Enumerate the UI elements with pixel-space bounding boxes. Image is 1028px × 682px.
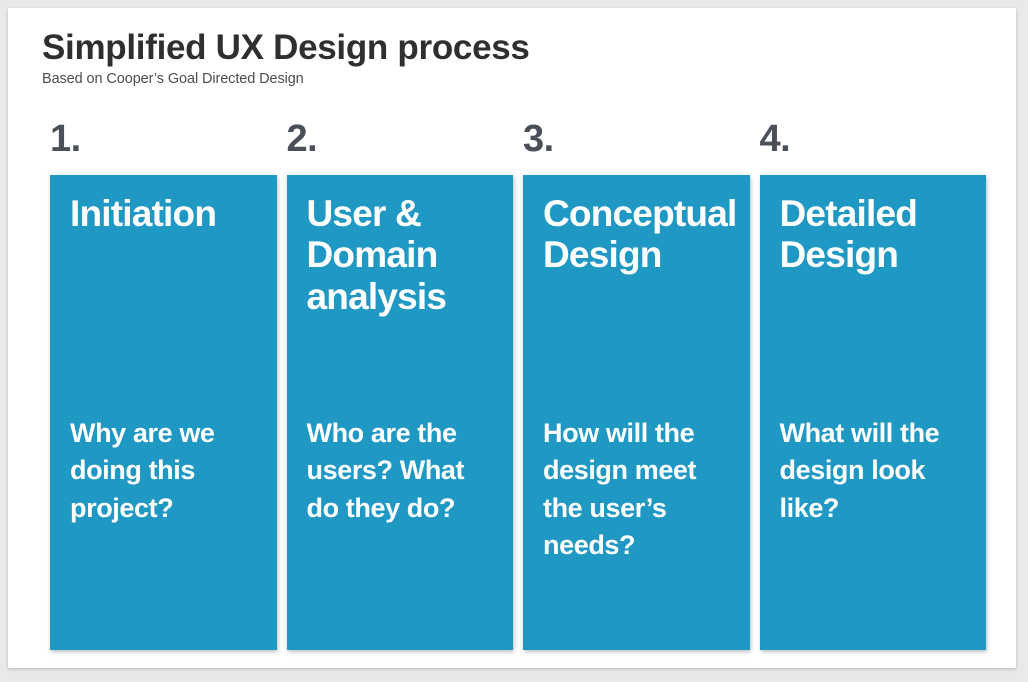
process-step-4: 4. Detailed Design What will the design … [759, 118, 986, 650]
step-heading-4: Detailed Design [779, 193, 918, 276]
slide-canvas: Simplified UX Design process Based on Co… [8, 8, 1016, 668]
step-question-3: How will the design meet the user’s need… [543, 418, 697, 560]
page-title: Simplified UX Design process [42, 28, 530, 67]
step-number-1: 1. [50, 118, 81, 160]
slide-header: Simplified UX Design process Based on Co… [42, 28, 942, 87]
step-question-1: Why are we doing this project? [70, 418, 215, 523]
step-card-3[interactable]: Conceptual Design How will the design me… [523, 175, 750, 650]
step-card-4[interactable]: Detailed Design What will the design loo… [759, 175, 986, 650]
page-subtitle: Based on Cooper’s Goal Directed Design [42, 70, 304, 87]
step-card-2[interactable]: User & Domain analysis Who are the users… [286, 175, 513, 650]
step-number-2: 2. [286, 118, 318, 160]
step-number-3: 3. [523, 118, 554, 160]
step-question-4: What will the design look like? [779, 418, 940, 523]
process-step-2: 2. User & Domain analysis Who are the us… [286, 118, 513, 650]
step-heading-2: User & Domain analysis [306, 193, 447, 317]
process-step-1: 1. Initiation Why are we doing this proj… [50, 120, 277, 650]
process-steps-container: 1. Initiation Why are we doing this proj… [50, 120, 986, 650]
step-question-2: Who are the users? What do they do? [306, 418, 465, 523]
step-heading-3: Conceptual Design [543, 193, 737, 276]
step-heading-1: Initiation [70, 193, 217, 234]
step-number-4: 4. [759, 118, 791, 160]
process-step-3: 3. Conceptual Design How will the design… [523, 120, 750, 650]
step-card-1[interactable]: Initiation Why are we doing this project… [50, 175, 277, 650]
